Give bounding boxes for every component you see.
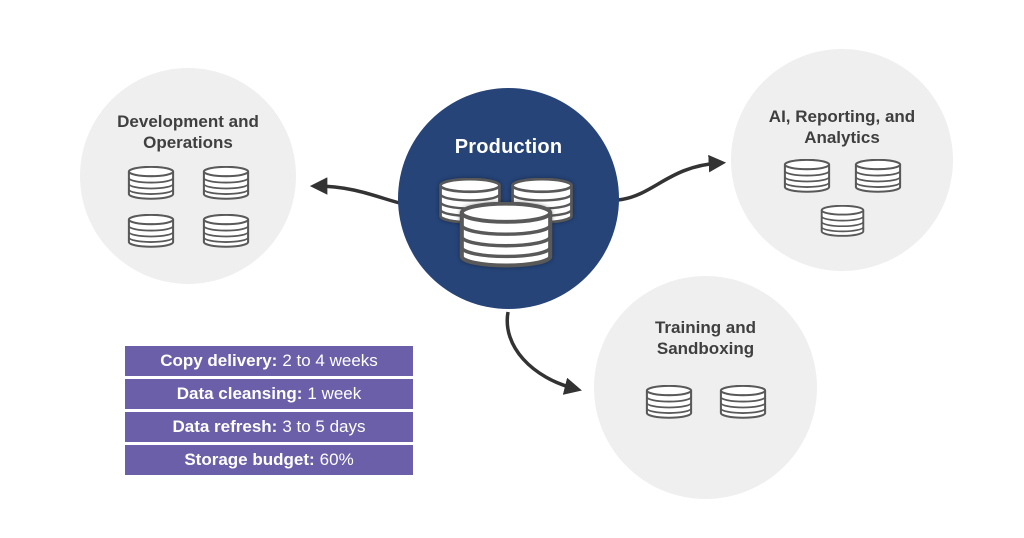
database-icon <box>642 385 696 419</box>
database-icon <box>124 166 178 200</box>
database-icon <box>455 202 557 268</box>
database-icon <box>816 205 869 237</box>
arrow-production-to-ai <box>617 154 727 202</box>
metric-label: Copy delivery: <box>160 351 278 370</box>
metric-label: Storage budget: <box>184 450 315 469</box>
metric-value: 1 week <box>307 384 362 403</box>
metric-storage-budget: Storage budget: 60% <box>125 445 413 475</box>
database-icon <box>124 214 178 248</box>
database-icon <box>780 159 834 193</box>
database-cluster <box>642 385 770 419</box>
metric-value: 60% <box>319 450 354 469</box>
metric-data-refresh: Data refresh: 3 to 5 days <box>125 412 413 442</box>
node-label: Training and Sandboxing <box>654 318 757 358</box>
metric-copy-delivery: Copy delivery: 2 to 4 weeks <box>125 346 413 376</box>
metrics-panel: Copy delivery: 2 to 4 weeks Data cleansi… <box>125 346 413 475</box>
production-label: Production <box>454 136 563 158</box>
metric-label: Data refresh: <box>172 417 278 436</box>
arrow-production-to-training <box>505 311 582 395</box>
database-icon <box>851 159 905 193</box>
database-icon <box>199 214 253 248</box>
metric-value: 2 to 4 weeks <box>282 351 378 370</box>
metric-data-cleansing: Data cleansing: 1 week <box>125 379 413 409</box>
node-label: AI, Reporting, and Analytics <box>768 107 916 147</box>
node-training-sandboxing: Training and Sandboxing <box>594 276 817 499</box>
node-label: Development and Operations <box>117 112 259 152</box>
database-icon <box>199 166 253 200</box>
node-ai-reporting-analytics: AI, Reporting, and Analytics <box>731 49 953 271</box>
metric-label: Data cleansing: <box>176 384 303 403</box>
metric-value: 3 to 5 days <box>282 417 366 436</box>
node-production: Production <box>398 88 619 309</box>
database-cluster <box>780 159 905 237</box>
node-development-operations: Development and Operations <box>80 68 296 284</box>
database-cluster <box>124 166 253 248</box>
database-icon <box>716 385 770 419</box>
